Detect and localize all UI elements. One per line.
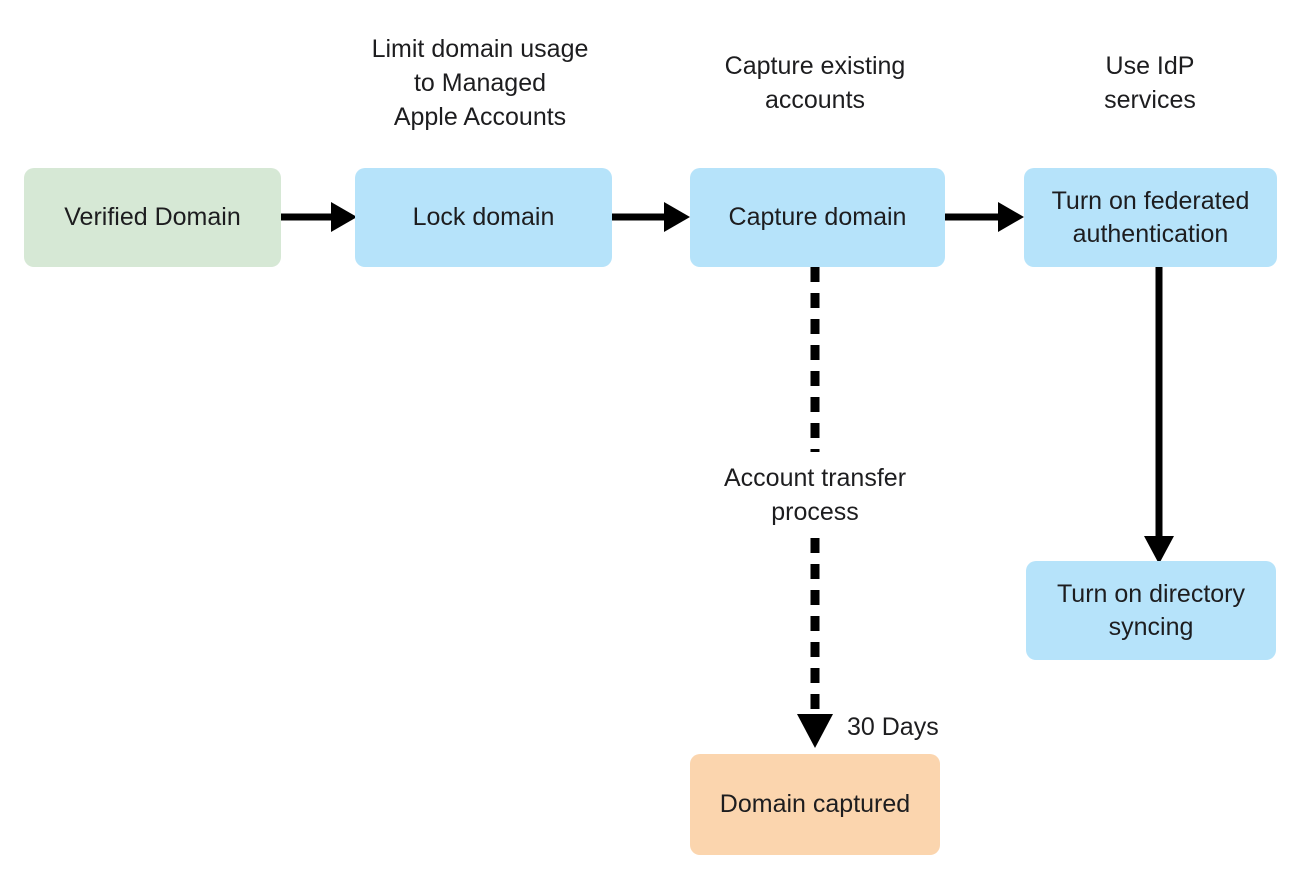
caption-federated-authentication: Use IdP services bbox=[1104, 52, 1196, 114]
edge-label-account-transfer-process: Account transfer process bbox=[723, 464, 907, 526]
caption-lock-domain: Limit domain usage to Managed Apple Acco… bbox=[371, 35, 589, 131]
node-capture-domain[interactable]: Capture domain bbox=[690, 168, 945, 267]
node-domain-captured[interactable]: Domain captured bbox=[690, 754, 940, 855]
caption-capture-domain: Capture existing accounts bbox=[724, 52, 906, 114]
arrow-verified-domain-to-lock-domain bbox=[281, 202, 357, 232]
arrow-lock-domain-to-capture-domain bbox=[612, 202, 690, 232]
arrow-capture-domain-to-federated-authentication bbox=[945, 202, 1024, 232]
node-turn-on-federated-authentication[interactable]: Turn on federated authentication bbox=[1024, 168, 1277, 267]
node-lock-domain[interactable]: Lock domain bbox=[355, 168, 612, 267]
node-turn-on-directory-syncing[interactable]: Turn on directory syncing bbox=[1026, 561, 1276, 660]
edge-label-30-days: 30 Days bbox=[847, 713, 939, 741]
node-verified-domain[interactable]: Verified Domain bbox=[24, 168, 281, 267]
arrow-federated-authentication-to-directory-syncing bbox=[1144, 266, 1174, 564]
